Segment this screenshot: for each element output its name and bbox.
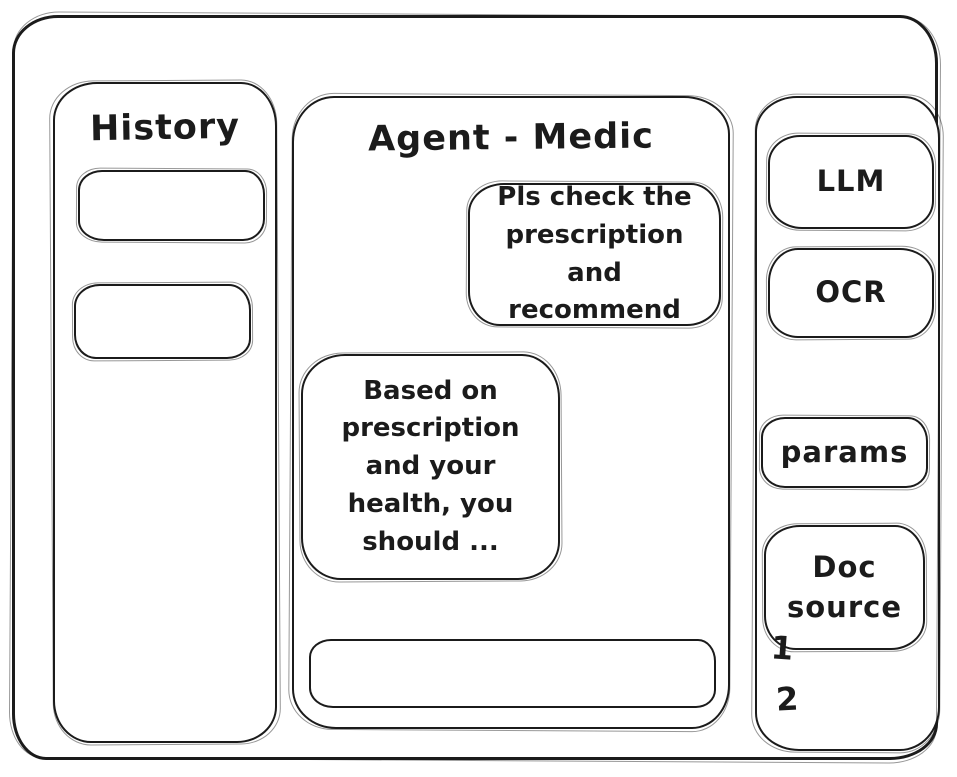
tool-llm-button[interactable]: LLM bbox=[768, 135, 934, 229]
tool-params-button[interactable]: params bbox=[761, 417, 928, 488]
history-item[interactable] bbox=[74, 284, 251, 359]
history-item[interactable] bbox=[78, 170, 265, 241]
chat-panel: Agent - Medic Pls check the prescription… bbox=[292, 96, 730, 729]
agent-message-bubble: Based on prescription and your health, y… bbox=[301, 354, 560, 580]
app-window: History Agent - Medic Pls check the pres… bbox=[12, 15, 940, 760]
user-message-bubble: Pls check the prescription and recommend bbox=[468, 182, 721, 326]
chat-title: Agent - Medic bbox=[367, 116, 655, 160]
history-title: History bbox=[89, 106, 241, 150]
doc-source-item-number: 2 bbox=[775, 679, 800, 719]
tools-panel: LLM OCR params Doc source 1 2 bbox=[755, 96, 940, 751]
doc-source-item-number: 1 bbox=[769, 628, 795, 668]
history-panel: History bbox=[53, 82, 277, 743]
tool-doc-source-button[interactable]: Doc source bbox=[764, 525, 925, 650]
message-input[interactable] bbox=[309, 639, 716, 708]
tool-ocr-button[interactable]: OCR bbox=[768, 248, 934, 338]
